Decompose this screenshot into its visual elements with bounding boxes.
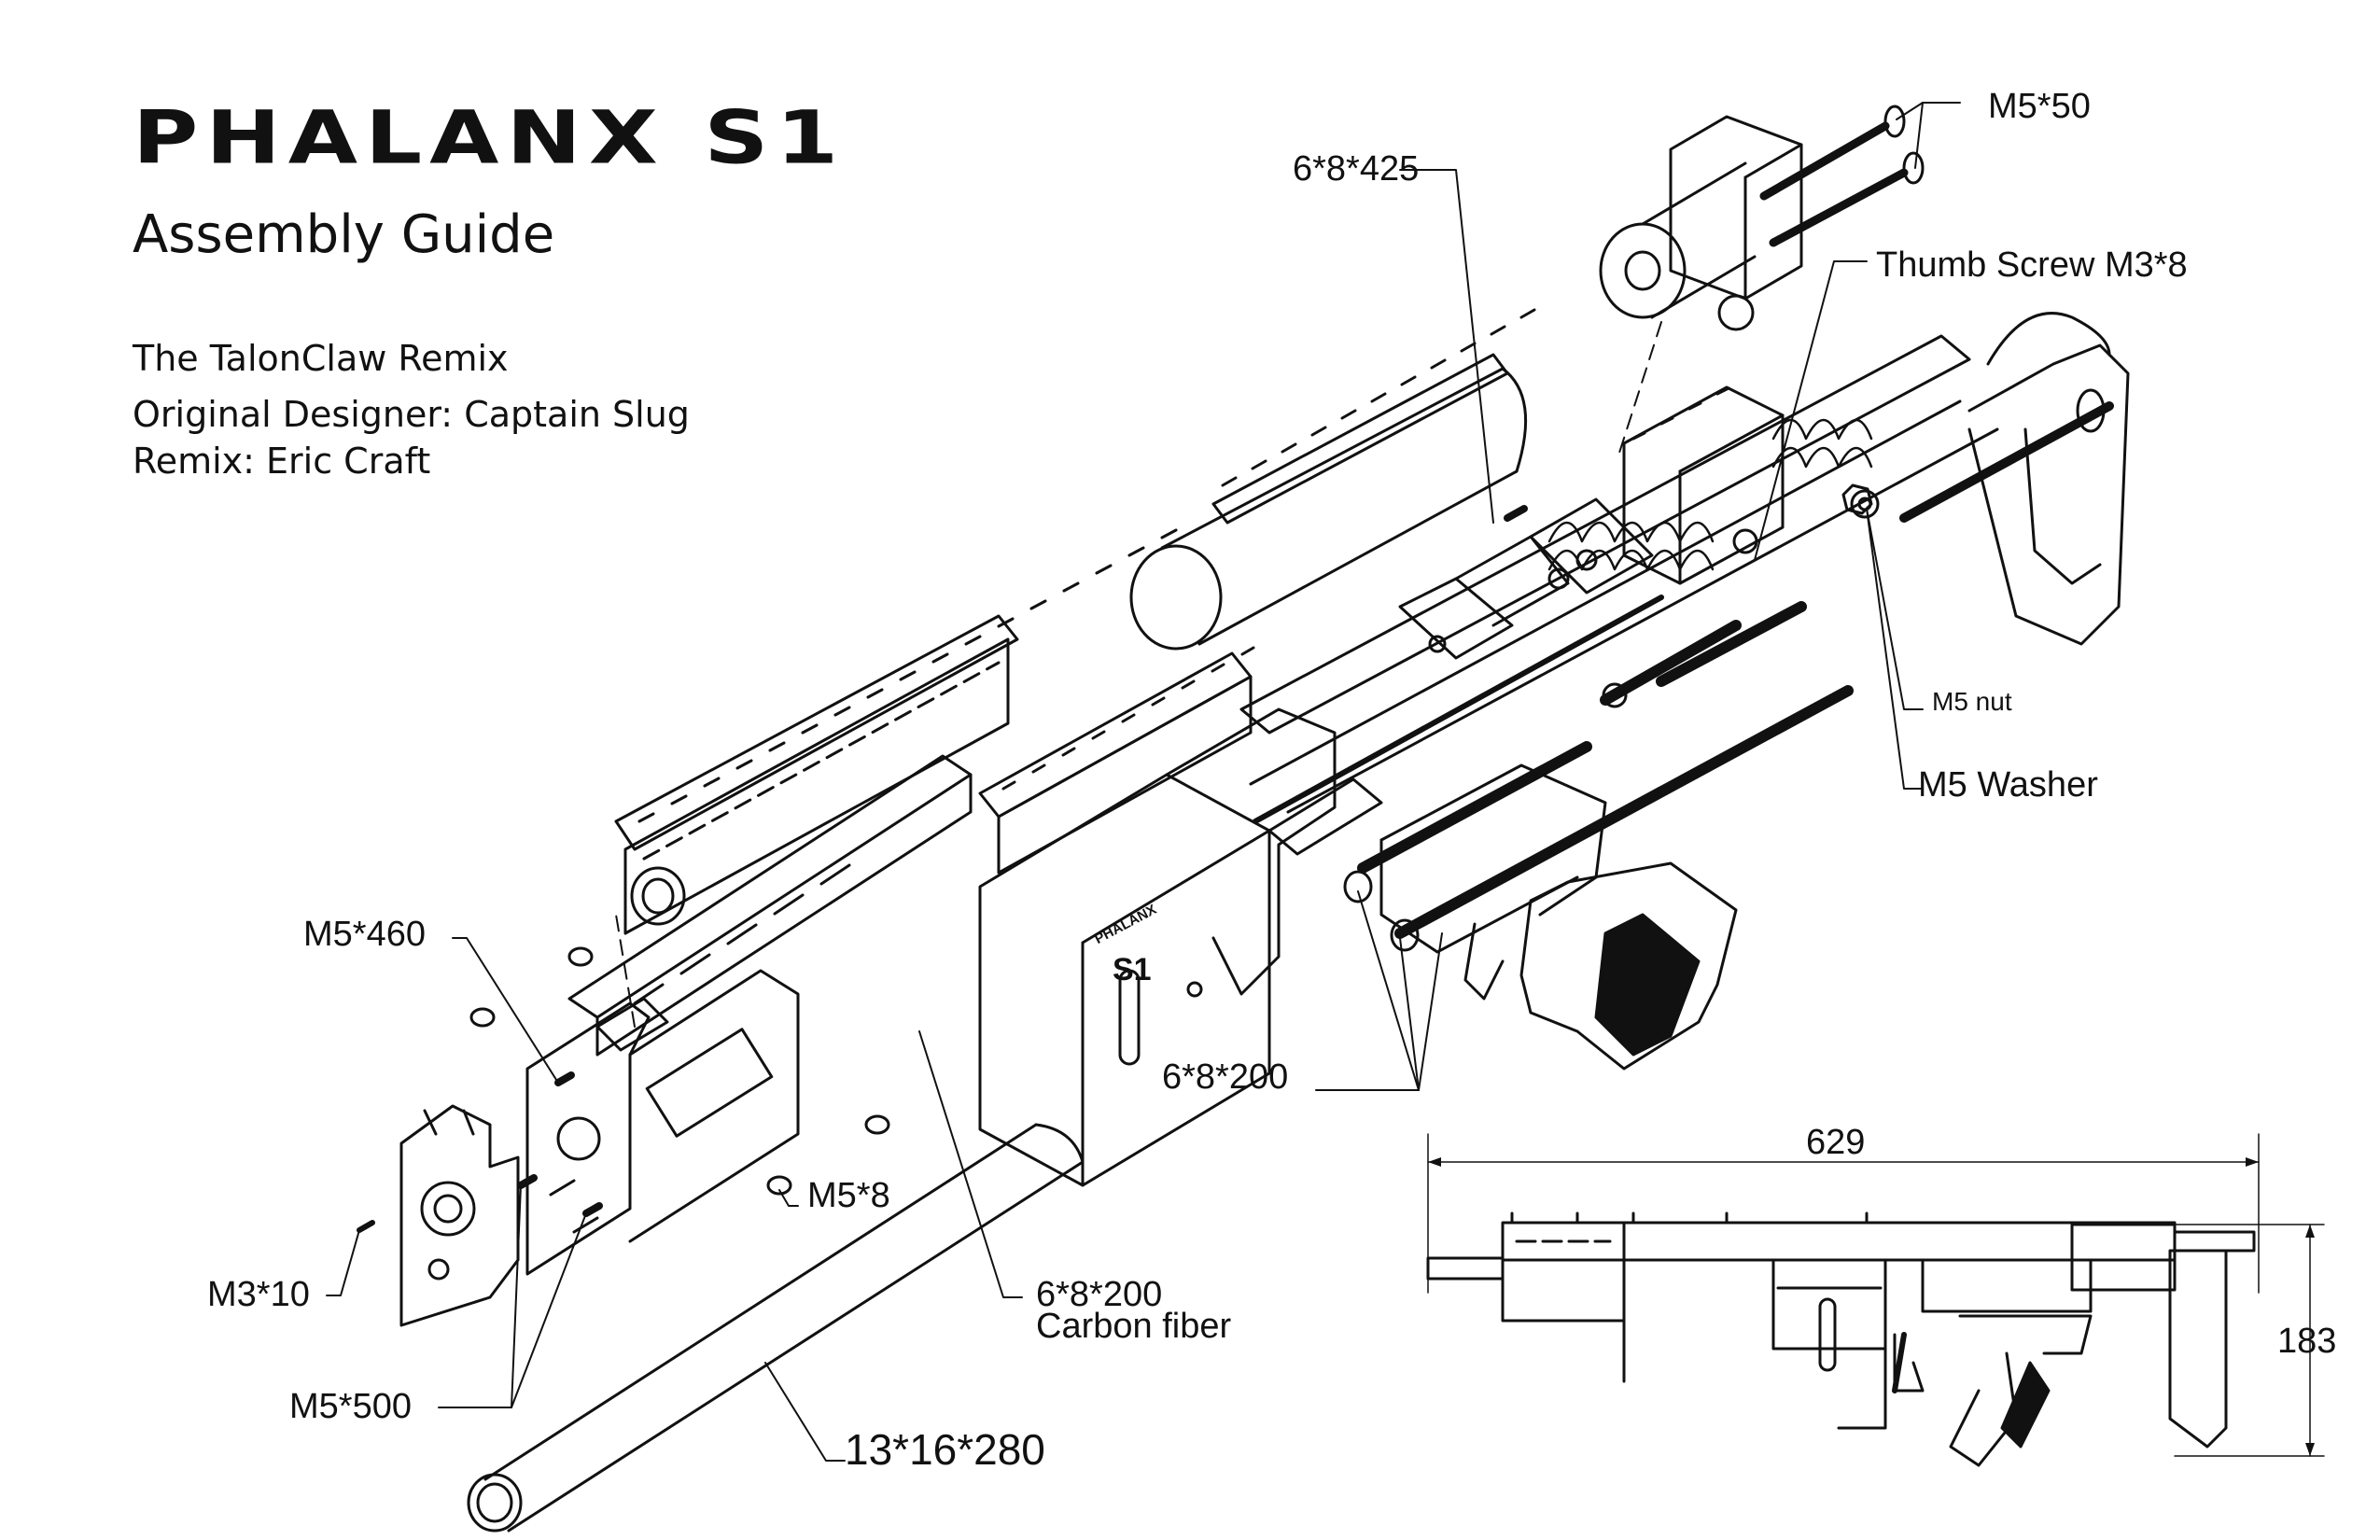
screws xyxy=(357,505,1758,1233)
callout-m5-500: M5*500 xyxy=(289,1387,412,1426)
leader-lines xyxy=(326,102,1961,1462)
tube-13x16x280 xyxy=(467,1123,1085,1533)
front-body-block xyxy=(525,969,800,1276)
m5-nut-washer xyxy=(1841,483,1880,519)
page-title: PHALANX S1 xyxy=(133,94,847,181)
center-block xyxy=(1622,385,1785,585)
callout-m5-washer: M5 Washer xyxy=(1918,765,2098,805)
stock xyxy=(1899,312,2130,646)
top-clamp xyxy=(1599,105,1925,454)
side-view-drawing xyxy=(1426,1133,2325,1467)
page-subtitle: Assembly Guide xyxy=(133,204,555,265)
main-receiver xyxy=(978,707,1383,1187)
receiver-model-text: S1 xyxy=(1113,952,1152,987)
dimension-overall-length: 629 xyxy=(1806,1123,1866,1162)
credit-remix-author: Remix: Eric Craft xyxy=(133,441,431,482)
dimension-overall-height: 183 xyxy=(2277,1322,2337,1361)
callout-m5-460: M5*460 xyxy=(303,915,426,954)
callout-carbon-fiber: Carbon fiber xyxy=(1036,1307,1232,1346)
callout-rod-425: 6*8*425 xyxy=(1293,149,1420,189)
grip-assembly xyxy=(1343,685,1854,1071)
callout-thumb-screw: Thumb Screw M3*8 xyxy=(1876,245,2188,285)
barrel-assembly xyxy=(1239,334,1999,814)
callout-m5-50: M5*50 xyxy=(1988,87,2091,126)
end-cap-plate xyxy=(399,1104,520,1327)
mid-rail xyxy=(978,646,1255,875)
long-rod-425 xyxy=(1253,595,1664,824)
springs xyxy=(1547,418,1873,571)
callout-rod-200-carbon: 6*8*200 xyxy=(1036,1275,1163,1314)
credit-remix-name: The TalonClaw Remix xyxy=(133,338,509,379)
callout-m5-8: M5*8 xyxy=(807,1176,890,1215)
upper-tube xyxy=(1129,308,1536,651)
callout-tube-280: 13*16*280 xyxy=(845,1425,1045,1474)
credit-original-designer: Original Designer: Captain Slug xyxy=(133,394,690,435)
front-rail-upper xyxy=(614,528,1178,1028)
callout-rod-200-upper: 6*8*200 xyxy=(1162,1057,1289,1097)
internal-rod xyxy=(1600,601,1807,708)
callout-m5-nut: M5 nut xyxy=(1932,687,2012,716)
front-rail-lower xyxy=(567,754,973,1057)
callout-m3-10: M3*10 xyxy=(207,1275,310,1314)
